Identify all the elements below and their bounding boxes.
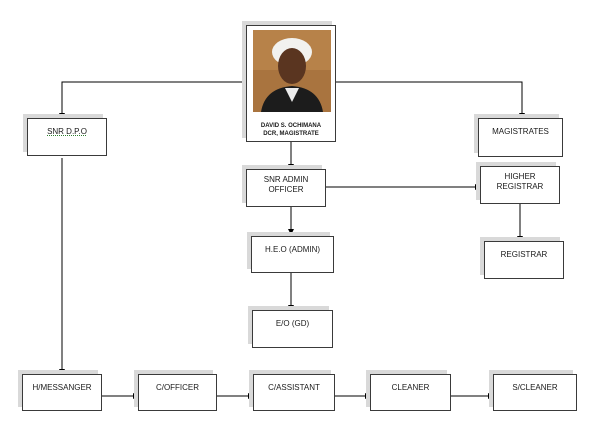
node-snr-admin-officer: SNR ADMIN OFFICER (246, 169, 326, 207)
node-heo-admin: H.E.O (ADMIN) (251, 236, 334, 273)
node-cleaner: CLEANER (370, 374, 451, 411)
node-c-officer: C/OFFICER (138, 374, 217, 411)
node-c-officer-label: C/OFFICER (155, 383, 200, 392)
node-heo-admin-label: H.E.O (ADMIN) (264, 245, 321, 254)
portrait-photo (253, 30, 331, 112)
head-name: DAVID S. OCHIMANA (260, 123, 322, 129)
node-magistrates-label: MAGISTRATES (492, 127, 549, 136)
connector-head-to-snr-dpo (59, 81, 246, 119)
head-node: DAVID S. OCHIMANA DCR, MAGISTRATE (246, 25, 336, 142)
node-registrar-label: REGISTRAR (500, 250, 548, 259)
node-snr-admin-officer-label-2: OFFICER (268, 185, 304, 194)
node-c-assistant-label: C/ASSISTANT (268, 383, 320, 392)
node-h-messanger-label: H/MESSANGER (32, 383, 92, 392)
node-snr-admin-officer-label-1: SNR ADMIN (263, 175, 309, 184)
node-higher-registrar-label-1: HIGHER (504, 172, 536, 181)
node-snr-dpo-label: SNR D.P.O (47, 127, 87, 136)
node-eo-gd-label: E/O (GD) (275, 319, 310, 328)
node-cleaner-label: CLEANER (391, 383, 430, 392)
node-eo-gd: E/O (GD) (252, 310, 333, 348)
node-higher-registrar: HIGHER REGISTRAR (480, 166, 560, 204)
node-s-cleaner: S/CLEANER (493, 374, 577, 411)
node-higher-registrar-label-2: REGISTRAR (496, 182, 544, 191)
connector-head-to-magistrates (336, 81, 525, 119)
head-title: DCR, MAGISTRATE (263, 131, 319, 137)
node-magistrates: MAGISTRATES (478, 118, 563, 157)
node-c-assistant: C/ASSISTANT (253, 374, 335, 411)
node-registrar: REGISTRAR (484, 241, 564, 279)
node-snr-dpo: SNR D.P.O (27, 118, 107, 156)
node-s-cleaner-label: S/CLEANER (512, 383, 558, 392)
node-h-messanger: H/MESSANGER (22, 374, 102, 411)
